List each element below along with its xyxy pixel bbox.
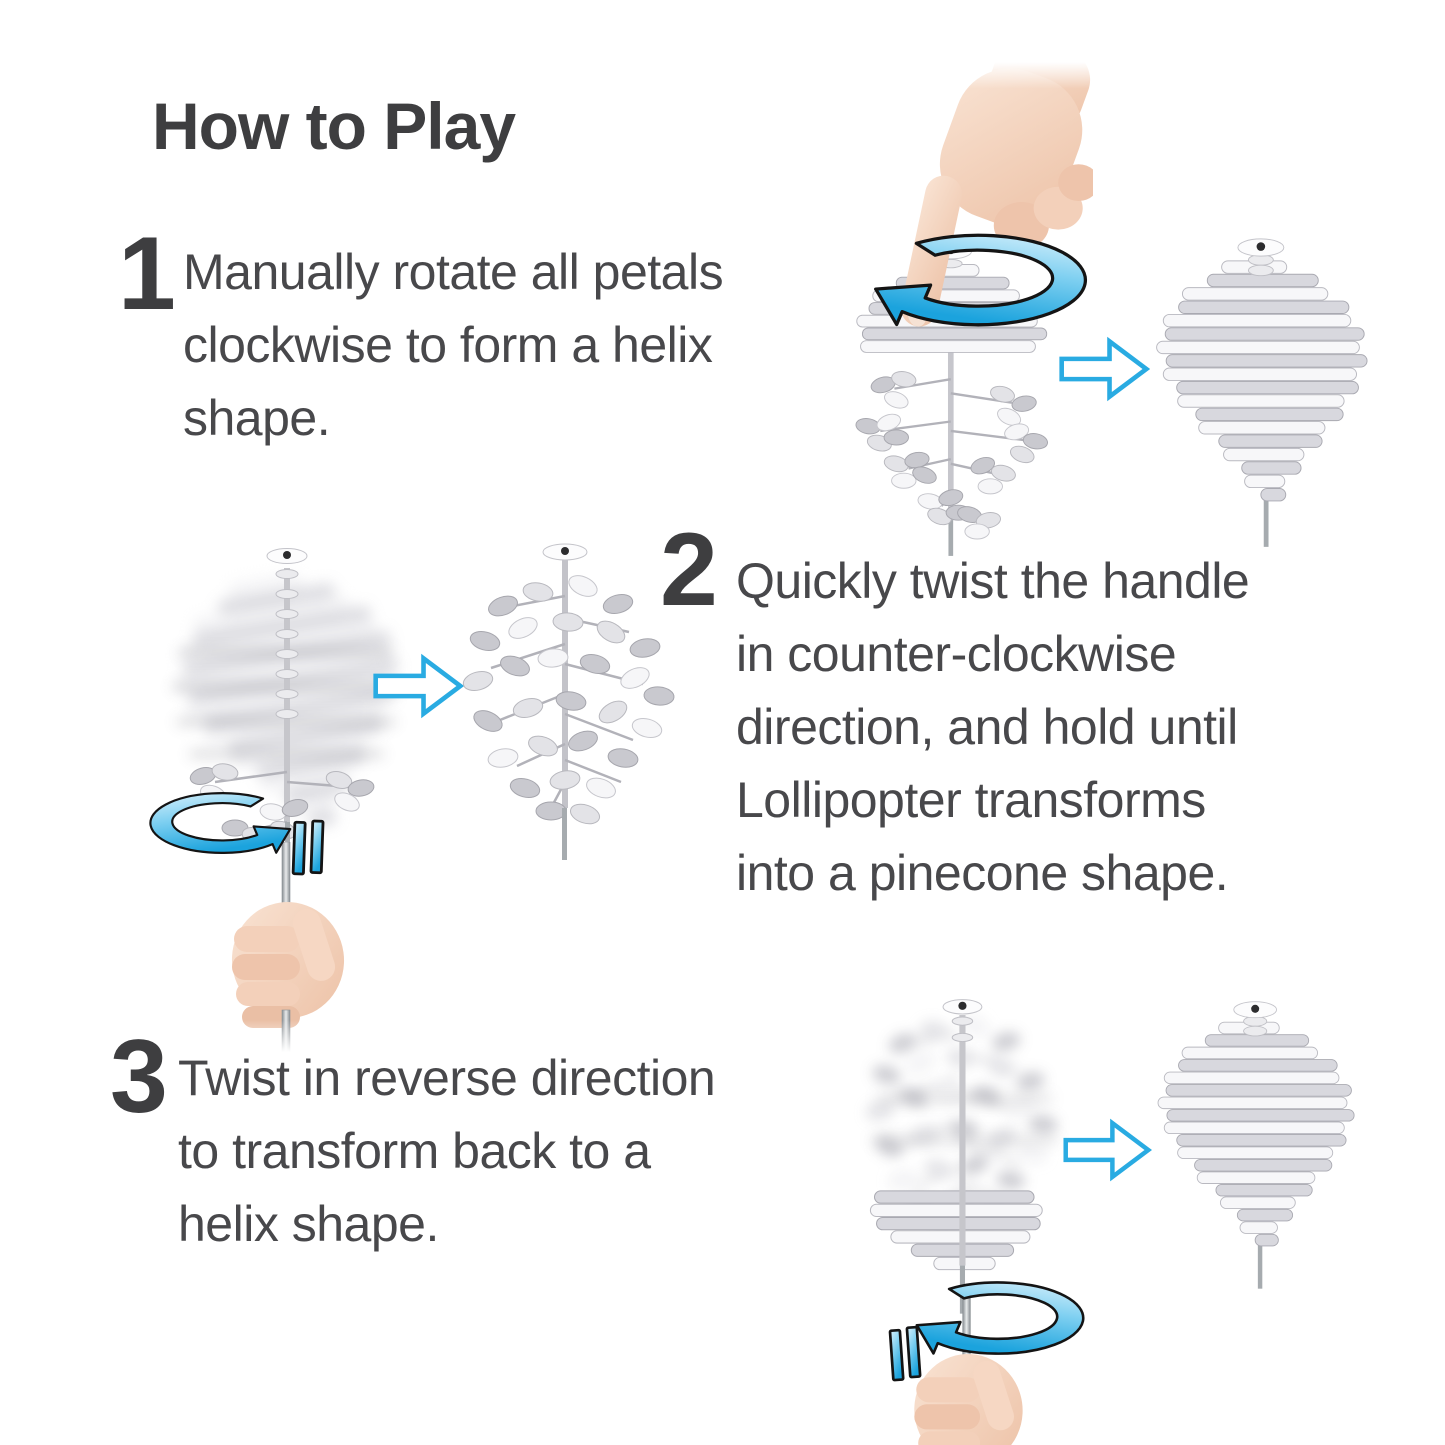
transform-arrow-icon <box>1062 1115 1152 1185</box>
instruction-line: direction, and hold until <box>736 699 1238 755</box>
instruction-line: Quickly twist the handle <box>736 553 1250 609</box>
pause-bars-icon <box>291 818 325 877</box>
instruction-line: helix shape. <box>178 1196 439 1252</box>
step-3-number: 3 <box>110 1019 168 1135</box>
rotate-reverse-arrow-icon <box>915 1281 1085 1355</box>
step-1-text: Manually rotate all petals clockwise to … <box>183 236 724 455</box>
rotate-counterclockwise-arrow-icon <box>149 792 292 854</box>
instruction-line: into a pinecone shape. <box>736 845 1229 901</box>
instruction-line: in counter-clockwise <box>736 626 1177 682</box>
step-3-text: Twist in reverse direction to transform … <box>178 1042 716 1261</box>
instruction-line: to transform back to a <box>178 1123 651 1179</box>
rotate-clockwise-arrow-icon <box>874 233 1088 327</box>
helix-shape-lollipopter-illustration <box>1150 995 1355 1290</box>
spinning-pinecone-blurred-illustration <box>852 985 1077 1315</box>
pinecone-shape-lollipopter-illustration <box>432 536 694 866</box>
step-1-number: 1 <box>118 216 176 332</box>
page-title: How to Play <box>152 89 516 163</box>
instruction-line: Twist in reverse direction <box>178 1050 716 1106</box>
instruction-line: Lollipopter transforms <box>736 772 1206 828</box>
instruction-line: shape. <box>183 390 331 446</box>
instruction-line: clockwise to form a helix <box>183 317 713 373</box>
step-2-text: Quickly twist the handle in counter-cloc… <box>736 545 1250 910</box>
step-2-number: 2 <box>660 512 718 628</box>
instruction-line: Manually rotate all petals <box>183 244 724 300</box>
pause-bars-icon <box>888 1324 924 1383</box>
helix-shape-lollipopter-illustration <box>1148 232 1368 548</box>
